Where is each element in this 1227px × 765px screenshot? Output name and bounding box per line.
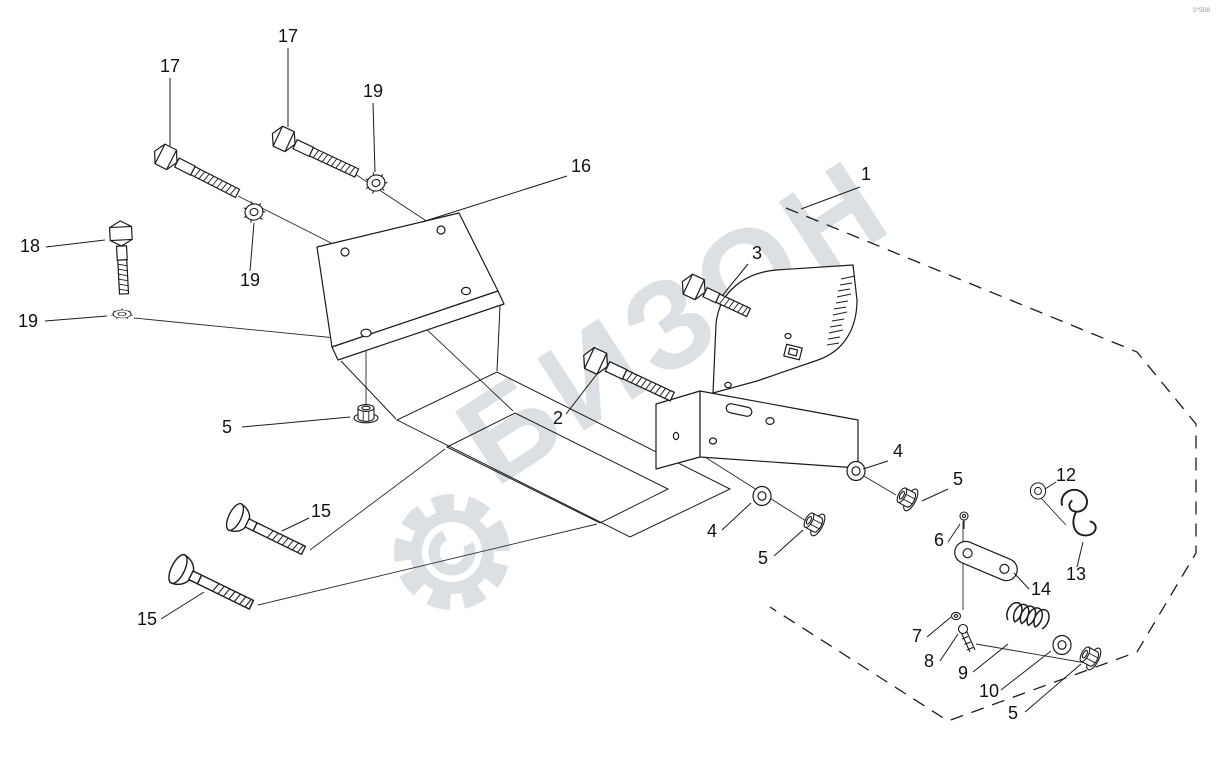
hex-bolt-17b xyxy=(267,123,362,184)
pivot-hole xyxy=(784,332,792,340)
adjust-screw-8 xyxy=(957,623,976,653)
callout-10: 10 xyxy=(979,681,999,701)
flange-nut-5a xyxy=(353,404,379,424)
callout-17-b: 17 xyxy=(278,26,298,46)
lock-washer-19b xyxy=(239,197,268,225)
bracket-plate-16 xyxy=(316,212,505,361)
bolt-hole xyxy=(360,328,372,338)
bolt-hole xyxy=(708,437,718,445)
bolt-hole xyxy=(672,431,680,441)
slot xyxy=(725,403,753,417)
washer-10 xyxy=(1052,634,1072,656)
watermark-gear-icon xyxy=(394,494,510,610)
callout-9: 9 xyxy=(958,663,968,683)
callout-5-a: 5 xyxy=(222,417,232,437)
dashed-frame-boundary xyxy=(769,207,1197,722)
callout-15-a: 15 xyxy=(311,501,331,521)
leader-lines xyxy=(44,48,1084,713)
callout-6: 6 xyxy=(934,530,944,550)
spring-9 xyxy=(1003,595,1053,636)
hex-bolt-17a xyxy=(149,140,244,204)
wire-clip-13 xyxy=(1057,487,1100,538)
screw-washer-7 xyxy=(950,611,962,621)
bolt-hole xyxy=(765,417,775,426)
callout-5-c: 5 xyxy=(758,548,768,568)
callout-14: 14 xyxy=(1031,579,1051,599)
callout-5-b: 5 xyxy=(953,469,963,489)
callout-17-a: 17 xyxy=(160,56,180,76)
callout-labels: 17 17 19 18 19 19 16 1 3 2 5 15 15 4 5 4… xyxy=(18,26,1086,723)
callout-16: 16 xyxy=(571,156,591,176)
pointer-tab xyxy=(783,343,803,361)
bolt-hole xyxy=(340,247,350,257)
callout-19-c: 19 xyxy=(18,311,38,331)
bolt-hole xyxy=(460,286,472,296)
callout-18: 18 xyxy=(20,236,40,256)
pin-6 xyxy=(959,511,969,529)
lock-washer-19c xyxy=(110,307,134,320)
bolt-hole xyxy=(436,225,446,235)
callout-4-a: 4 xyxy=(893,441,903,461)
hex-bolt-18 xyxy=(108,219,136,296)
washer-12 xyxy=(1029,482,1047,500)
watermark: БИЗОН xyxy=(394,131,916,610)
bracket-left-face xyxy=(655,390,701,470)
flange-nut-5c xyxy=(799,507,829,539)
pivot-hole xyxy=(724,381,732,389)
callout-19-b: 19 xyxy=(240,270,260,290)
callout-3: 3 xyxy=(752,243,762,263)
callout-5-d: 5 xyxy=(1008,703,1018,723)
callout-8: 8 xyxy=(924,651,934,671)
washer-4a xyxy=(846,460,866,482)
carriage-bolt-15b xyxy=(164,551,259,620)
frame-platform xyxy=(340,305,732,538)
lock-washer-19a xyxy=(361,168,390,196)
callout-12: 12 xyxy=(1056,465,1076,485)
carriage-bolt-15a xyxy=(222,500,311,565)
scale-tick-marks xyxy=(826,275,856,346)
callout-2: 2 xyxy=(553,408,563,428)
flange-nut-5d xyxy=(1075,641,1105,673)
callout-13: 13 xyxy=(1066,564,1086,584)
callout-7: 7 xyxy=(912,626,922,646)
bracket-main-face xyxy=(699,390,859,469)
link-plate-14 xyxy=(954,540,1018,582)
callout-4-b: 4 xyxy=(707,521,717,541)
washer-4b xyxy=(752,485,772,507)
callout-15-b: 15 xyxy=(137,609,157,629)
callout-19-a: 19 xyxy=(363,81,383,101)
flange-nut-5b xyxy=(892,482,922,514)
corner-mark: 0°508 xyxy=(1193,6,1210,14)
callout-1: 1 xyxy=(861,164,871,184)
